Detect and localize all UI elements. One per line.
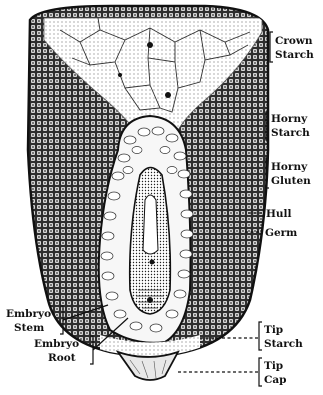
embryo-root-label-line2: Root (48, 352, 76, 364)
label-horny-starch: Horny Starch (266, 112, 310, 140)
horny-gluten-label-line2: Gluten (271, 175, 311, 187)
tip-cap-label-line1: Tip (264, 360, 283, 372)
horny-gluten-label-line1: Horny (271, 161, 308, 173)
crown-starch-label-line2: Starch (275, 49, 314, 61)
label-tip-cap: Tip Cap (178, 358, 287, 386)
embryo-root-label-line1: Embryo (34, 338, 79, 350)
tip-starch-label-line2: Starch (264, 338, 303, 350)
horny-starch-label-line2: Starch (271, 127, 310, 139)
tip-cap (118, 352, 178, 380)
embryo-stem-label-line2: Stem (14, 322, 44, 334)
tip-starch-label-line1: Tip (264, 324, 283, 336)
label-horny-gluten: Horny Gluten (266, 158, 311, 188)
label-crown-starch: Crown Starch (270, 32, 314, 62)
hull-label: Hull (266, 208, 292, 220)
embryo-stem-label-line1: Embryo (6, 308, 51, 320)
horny-starch-label-line1: Horny (271, 113, 308, 125)
germ-label: Germ (265, 227, 297, 239)
crown-starch-label-line1: Crown (275, 35, 313, 47)
kernel (28, 6, 268, 380)
tip-cap-label-line2: Cap (264, 374, 287, 386)
